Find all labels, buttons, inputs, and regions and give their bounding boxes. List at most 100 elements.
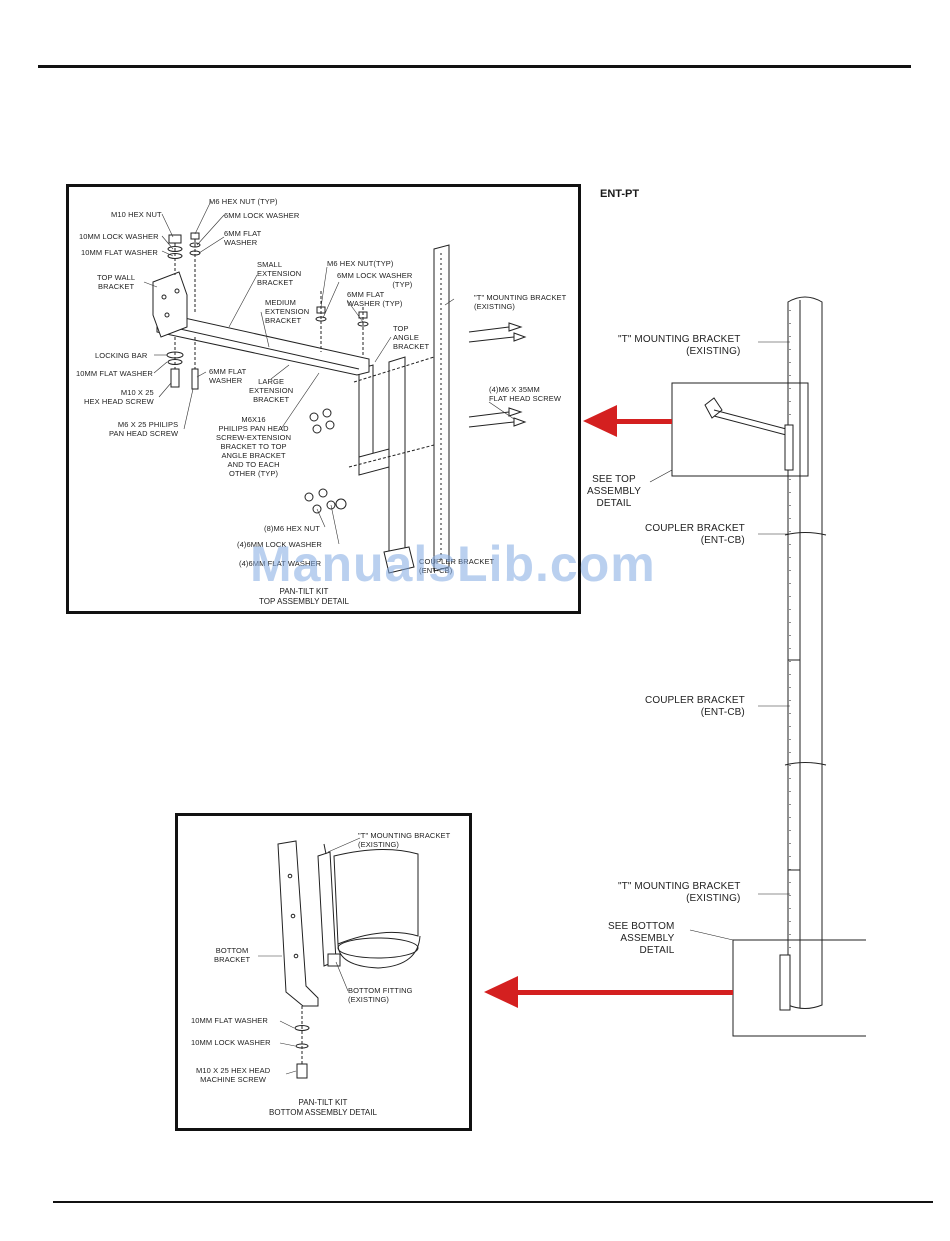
pole-label-coupler-1: COUPLER BRACKET (ENT-CB) [645,523,745,547]
label-m6x16-note: M6x16 PHILIPS PAN HEAD SCREW-EXTENSION B… [216,415,291,478]
pole-label-coupler-1-line1: COUPLER BRACKET [645,523,745,534]
bottom-label-m10-machine-screw-line2: MACHINE SCREW [200,1075,267,1084]
label-medium-extension-bracket: MEDIUM EXTENSION BRACKET [265,298,309,325]
pole-label-see-top-line3: DETAIL [596,498,632,509]
pole-label-see-top-line2: ASSEMBLY [587,486,641,497]
label-6mm-lock-washer-typ: 6mm LOCK WASHER (TYP) [337,271,412,289]
label-m6-philips-screw-line1: M6 x 25 PHILIPS [117,420,179,429]
top-assembly-caption: PAN-TILT KIT TOP ASSEMBLY DETAIL [229,587,379,607]
see-bottom-detail-box [732,939,866,1037]
label-small-extension-bracket-line1: SMALL [257,260,283,269]
label-t-mounting-bracket: "T" MOUNTING BRACKET (EXISTING) [474,293,566,311]
label-10mm-flat-washer-2: 10mm FLAT WASHER [76,369,153,378]
bottom-caption-line2: BOTTOM ASSEMBLY DETAIL [269,1108,377,1117]
label-medium-extension-bracket-line1: MEDIUM [265,298,297,307]
label-10mm-lock-washer: 10mm LOCK WASHER [79,232,159,241]
label-m10-hex-head-screw-line1: M10 x 25 [120,388,154,397]
bottom-label-t-bracket: "T" MOUNTING BRACKET (EXISTING) [358,831,450,849]
label-top-angle-bracket-line1: TOP [393,324,409,333]
bottom-label-t-bracket-line1: "T" MOUNTING BRACKET [358,831,451,840]
pole-label-see-top: SEE TOP ASSEMBLY DETAIL [587,474,641,510]
bottom-fitting-shape [333,849,419,945]
label-m6-hex-nut-typ: M6 HEX NUT (TYP) [209,197,278,206]
label-m6x16-note-line4: BRACKET TO TOP [220,442,287,451]
label-m10-hex-head-screw: M10 x 25 HEX HEAD SCREW [84,388,154,406]
label-8-m6-hex-nut: (8)M6 HEX NUT [264,524,320,533]
label-top-wall-bracket-line1: TOP WALL [97,273,136,282]
label-6mm-flat-washer-typ-line1: 6mm FLAT [347,290,385,299]
bottom-label-bottom-bracket-line1: BOTTOM [215,946,249,955]
m10-machine-screw-shape [296,1063,308,1079]
label-6mm-flat-washer-typ: 6mm FLAT WASHER (TYP) [347,290,403,308]
label-4-6mm-flat-washer: (4)6mm FLAT WASHER [239,559,322,568]
label-6mm-lock-washer-typ-line1: 6mm LOCK WASHER [337,271,413,280]
bottom-assembly-panel: "T" MOUNTING BRACKET (EXISTING) BOTTOM B… [175,813,472,1131]
pole-shape [787,296,823,1009]
bottom-label-m10-machine-screw: M10 x 25 HEX HEAD MACHINE SCREW [196,1066,270,1084]
label-medium-extension-bracket-line3: BRACKET [265,316,302,325]
label-6mm-flat-washer-line2: WASHER [224,238,258,247]
top-rule [38,65,911,68]
pole-label-see-bottom: SEE BOTTOM ASSEMBLY DETAIL [608,921,674,957]
bottom-label-m10-machine-screw-line1: M10 x 25 HEX HEAD [196,1066,271,1075]
label-coupler-note-line1: COUPLER BRACKET [419,557,495,566]
pole-label-t-bracket-bottom-line2: (EXISTING) [686,893,741,904]
pole-label-coupler-1-line2: (ENT-CB) [700,535,745,546]
label-m10-hex-nut: M10 HEX NUT [111,210,162,219]
label-m6-flat-head-screw-line2: FLAT HEAD SCREW [489,394,562,403]
label-6mm-flat-washer-typ-line2: WASHER (TYP) [347,299,403,308]
label-small-extension-bracket-line3: BRACKET [257,278,294,287]
label-m6x16-note-line2: PHILIPS PAN HEAD [218,424,289,433]
label-6mm-flat-washer-line1: 6mm FLAT [224,229,262,238]
label-m6-philips-screw-line2: PAN HEAD SCREW [109,429,179,438]
bottom-rule [53,1201,933,1203]
label-6mm-flat-washer-2: 6mm FLAT WASHER [209,367,246,385]
pole-label-t-bracket-top-line2: (EXISTING) [686,346,741,357]
label-m6x16-note-line7: OTHER (TYP) [229,469,279,478]
label-m6-hex-nut-typ-2: M6 HEX NUT(TYP) [327,259,394,268]
top-caption-line1: PAN-TILT KIT [279,587,329,596]
bottom-label-10mm-flat-washer: 10mm FLAT WASHER [191,1016,268,1025]
label-m6-flat-head-screw-line1: (4)M6 x 35mm [489,385,540,394]
label-m6-philips-screw: M6 x 25 PHILIPS PAN HEAD SCREW [109,420,178,438]
pole-label-see-top-line1: SEE TOP [592,474,636,485]
label-top-angle-bracket-line2: ANGLE [393,333,419,342]
label-locking-bar: LOCKING BAR [95,351,148,360]
label-6mm-lock-washer: 6mm LOCK WASHER [224,211,300,220]
bottom-assembly-caption: PAN-TILT KIT BOTTOM ASSEMBLY DETAIL [248,1098,398,1118]
label-large-extension-bracket: LARGE EXTENSION BRACKET [249,377,293,404]
arrow-to-bottom-detail [484,976,733,1008]
label-m6x16-note-line1: M6x16 [241,415,266,424]
pole-label-coupler-2-line1: COUPLER BRACKET [645,695,745,706]
label-6mm-flat-washer: 6mm FLAT WASHER [224,229,261,247]
see-top-detail-box [671,382,809,477]
pole-label-see-bottom-line2: ASSEMBLY [620,933,675,944]
label-10mm-flat-washer: 10mm FLAT WASHER [81,248,158,257]
pole-label-t-bracket-bottom-line1: "T" MOUNTING BRACKET [618,881,741,892]
bottom-label-bottom-fitting-line2: (EXISTING) [348,995,390,1004]
coupler-band-2 [784,762,827,766]
label-t-mounting-bracket-line1: "T" MOUNTING BRACKET [474,293,567,302]
label-large-extension-bracket-line2: EXTENSION [249,386,294,395]
bottom-label-bottom-fitting: BOTTOM FITTING (EXISTING) [348,986,413,1004]
arrow-to-top-detail [583,405,672,437]
label-t-mounting-bracket-line2: (EXISTING) [474,302,516,311]
bottom-label-bottom-bracket-line2: BRACKET [214,955,251,964]
label-6mm-lock-washer-typ-line2: (TYP) [392,280,413,289]
bottom-label-bottom-bracket: BOTTOM BRACKET [214,946,250,964]
pole-label-coupler-2: COUPLER BRACKET (ENT-CB) [645,695,745,719]
label-m6-flat-head-screw: (4)M6 x 35mm FLAT HEAD SCREW [489,385,561,403]
label-small-extension-bracket-line2: EXTENSION [257,269,302,278]
bottom-bracket-shape [277,840,319,1007]
model-code: ENT-PT [600,188,640,200]
label-large-extension-bracket-line1: LARGE [258,377,285,386]
top-assembly-panel: M10 HEX NUT M6 HEX NUT (TYP) 6mm LOCK WA… [66,184,581,614]
label-top-angle-bracket-line3: BRACKET [393,342,430,351]
label-coupler-note: COUPLER BRACKET (ENT-CB) [419,557,494,575]
bottom-caption-line1: PAN-TILT KIT [298,1098,348,1107]
pole-label-t-bracket-top: "T" MOUNTING BRACKET (EXISTING) [618,334,740,358]
flat-head-screws [468,322,527,428]
label-6mm-flat-washer-2-line2: WASHER [209,376,243,385]
label-6mm-flat-washer-2-line1: 6mm FLAT [209,367,247,376]
